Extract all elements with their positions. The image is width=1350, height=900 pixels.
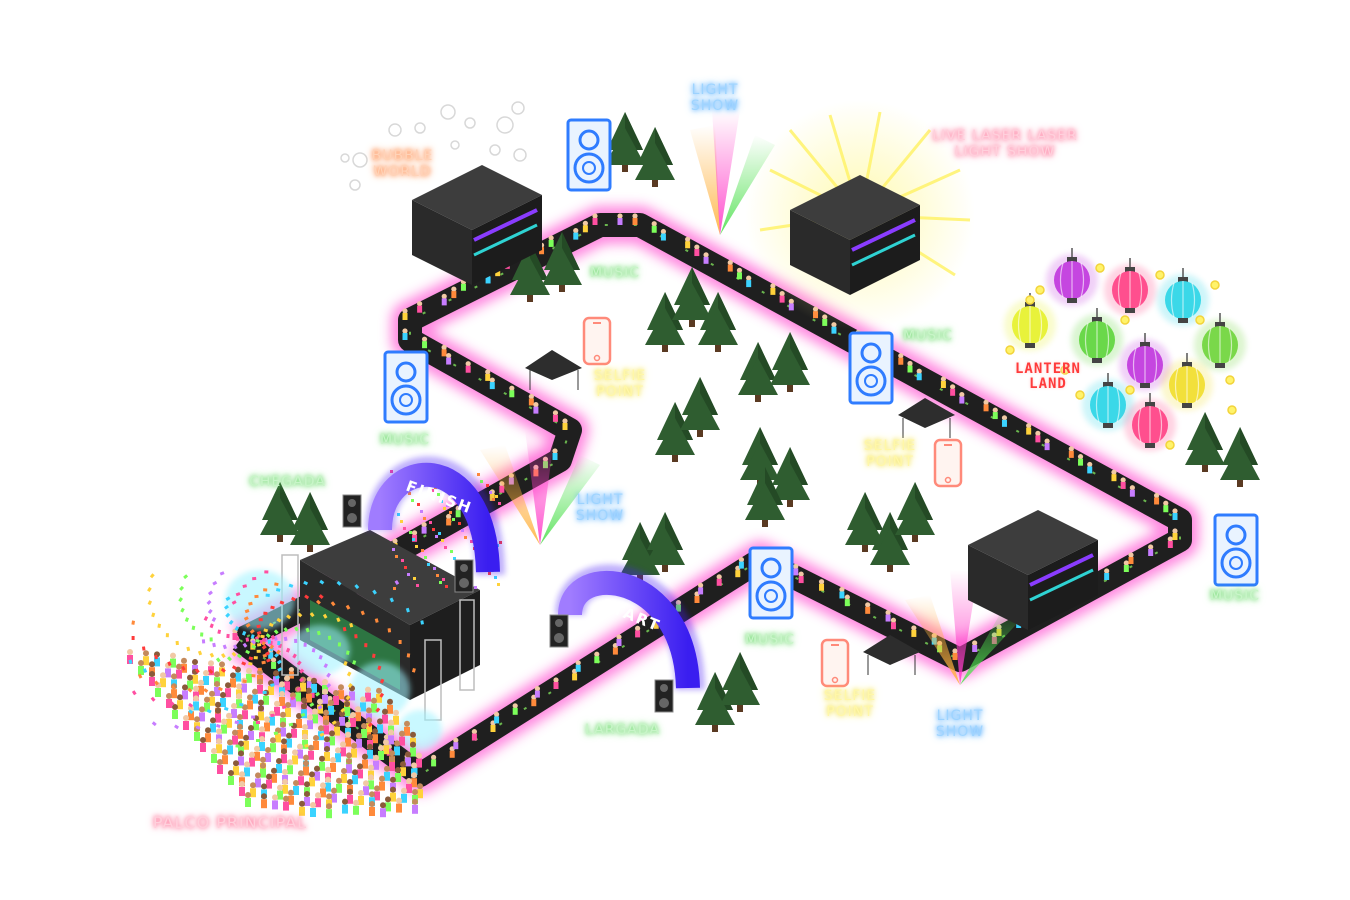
tree-icon xyxy=(720,652,760,712)
sparkle-icon xyxy=(1227,405,1237,415)
lantern-icon xyxy=(1124,393,1176,451)
sparkle-icon xyxy=(1165,440,1175,450)
palco-principal-label: PALCO PRINCIPAL xyxy=(152,813,308,832)
lantern-icon xyxy=(1194,313,1246,371)
chegada-label: CHEGADA xyxy=(249,474,326,490)
tree-icon xyxy=(672,267,712,327)
speaker-icon xyxy=(748,546,794,620)
finish-arch[interactable]: FINISH xyxy=(342,456,505,593)
tree-icon xyxy=(1220,427,1260,487)
selfie-label-3: SELFIE POINT xyxy=(823,688,877,720)
tree-icon xyxy=(895,482,935,542)
tent-icon xyxy=(525,350,582,390)
selfie-label-2: SELFIE POINT xyxy=(863,438,917,470)
speakers xyxy=(383,118,1259,620)
tree-icon xyxy=(738,342,778,402)
lantern-land-label: LANTERN LAND xyxy=(1014,361,1081,392)
tree-icon xyxy=(680,377,720,437)
largada-label: LARGADA xyxy=(585,722,660,738)
light-show-mid-label: LIGHT SHOW xyxy=(575,492,625,524)
bubble-icon xyxy=(340,101,527,191)
tent-icon xyxy=(863,635,920,675)
sparkle-icon xyxy=(1210,280,1220,290)
lantern-icon xyxy=(1082,373,1134,431)
sparkle-icon xyxy=(1225,375,1235,385)
lantern-icon xyxy=(1119,333,1171,391)
tree-icon xyxy=(1185,412,1225,472)
stages xyxy=(412,165,1098,630)
sparkle-icon xyxy=(1035,285,1045,295)
speaker-icon xyxy=(848,331,894,405)
sparkle-icon xyxy=(1195,315,1205,325)
stage-icon xyxy=(968,510,1098,630)
tree-icon xyxy=(845,492,885,552)
tree-icon xyxy=(770,332,810,392)
sparkle-icon xyxy=(1060,365,1070,375)
music-label-2: MUSIC xyxy=(902,328,954,344)
lantern-icon xyxy=(1071,308,1123,366)
speaker-icon xyxy=(566,118,612,192)
sparkle-icon xyxy=(1005,345,1015,355)
lantern-icon xyxy=(1157,268,1209,326)
sparkle-icon xyxy=(1075,390,1085,400)
lantern-icon xyxy=(1161,353,1213,411)
tree-icon xyxy=(745,467,785,527)
lantern-icon xyxy=(1104,258,1156,316)
tree-icon xyxy=(605,112,645,172)
music-label-4: MUSIC xyxy=(744,632,796,648)
music-label-5: MUSIC xyxy=(1209,588,1261,604)
tree-icon xyxy=(645,292,685,352)
light-beam-icon xyxy=(690,110,775,235)
light-beam-icon xyxy=(480,430,600,545)
stage-icon xyxy=(412,165,542,285)
tree-icon xyxy=(635,127,675,187)
tree-icon xyxy=(290,492,330,552)
trees xyxy=(260,112,1260,732)
tree-icon xyxy=(542,232,582,292)
laser-show-label: LIVE LASER LASER LIGHT SHOW xyxy=(932,128,1078,160)
sparkle-icon xyxy=(1125,385,1135,395)
lantern-icon xyxy=(1046,248,1098,306)
speaker-icon xyxy=(1213,513,1259,587)
light-show-top-label: LIGHT SHOW xyxy=(690,82,740,114)
phone-icon xyxy=(582,316,612,366)
tree-icon xyxy=(698,292,738,352)
tree-icon xyxy=(770,447,810,507)
audience-crowd xyxy=(127,649,423,819)
music-label-1: MUSIC xyxy=(589,265,641,281)
phone-icon xyxy=(933,438,963,488)
phone-icon xyxy=(820,638,850,688)
phones xyxy=(582,316,963,688)
sparkle-icon xyxy=(1155,270,1165,280)
sparkle-icon xyxy=(1120,315,1130,325)
lantern-icon xyxy=(1004,293,1056,351)
sparkle-icon xyxy=(1095,263,1105,273)
selfie-label-1: SELFIE POINT xyxy=(593,368,647,400)
speaker-icon xyxy=(383,350,429,424)
light-show-bottom-label: LIGHT SHOW xyxy=(935,708,985,740)
stage-icon xyxy=(790,175,920,295)
tree-icon xyxy=(260,482,300,542)
tree-icon xyxy=(645,512,685,572)
tree-icon xyxy=(655,402,695,462)
tent-icon xyxy=(898,398,955,438)
music-label-3: MUSIC xyxy=(379,432,431,448)
sparkle-icon xyxy=(1025,295,1035,305)
bubble-world-label: BUBBLE WORLD xyxy=(371,148,434,180)
lantern-land xyxy=(1004,248,1246,451)
